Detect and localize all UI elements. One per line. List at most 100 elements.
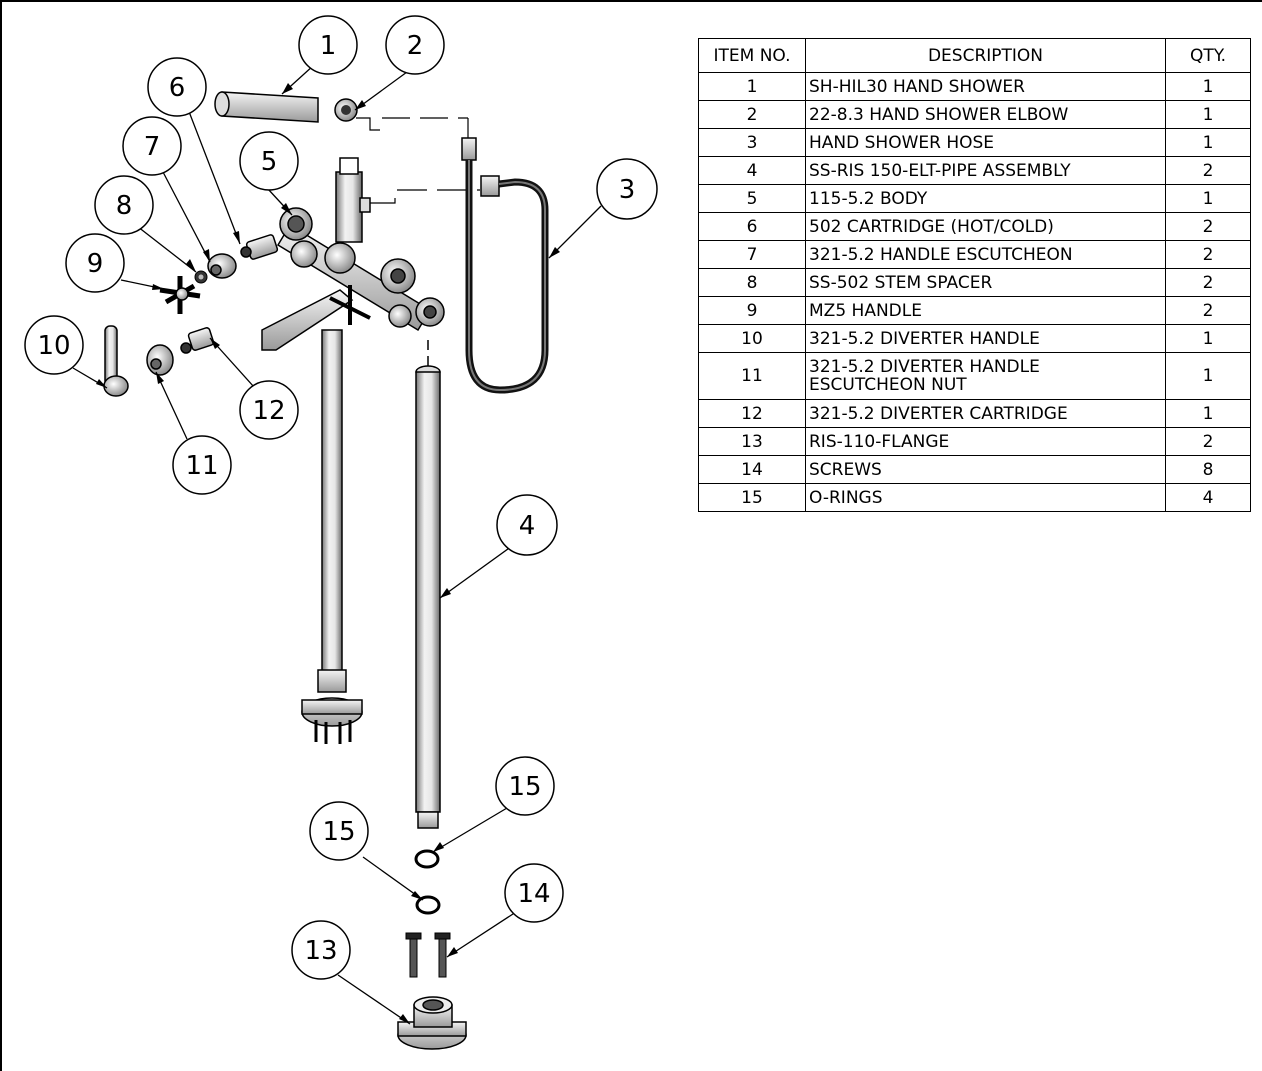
balloon-8: 8 [94, 175, 154, 235]
qty-cell: 2 [1165, 156, 1251, 185]
qty-cell: 2 [1165, 427, 1251, 456]
hose-connection-lines [356, 117, 480, 204]
description-cell: 502 CARTRIDGE (HOT/COLD) [805, 212, 1166, 241]
svg-text:12: 12 [252, 396, 285, 426]
qty-cell: 1 [1165, 72, 1251, 101]
description-cell: O-RINGS [805, 483, 1166, 512]
svg-text:4: 4 [519, 511, 536, 541]
diverter-escutcheon-nut-part [146, 344, 174, 376]
item-no-cell: 3 [698, 128, 806, 157]
svg-text:3: 3 [619, 175, 636, 205]
svg-text:13: 13 [304, 936, 337, 966]
description-cell: SS-RIS 150-ELT-PIPE ASSEMBLY [805, 156, 1166, 185]
description-cell: 321-5.2 HANDLE ESCUTCHEON [805, 240, 1166, 269]
svg-text:9: 9 [87, 249, 104, 279]
qty-cell: 2 [1165, 296, 1251, 325]
svg-text:15: 15 [322, 817, 355, 847]
diverter-cartridge-part [180, 327, 215, 354]
qty-cell: 1 [1165, 352, 1251, 400]
item-no-cell: 15 [698, 483, 806, 512]
balloon-15-upper: 15 [495, 756, 555, 816]
svg-text:1: 1 [320, 31, 337, 61]
item-no-cell: 11 [698, 352, 806, 400]
leader-lines [72, 64, 602, 1025]
screws-part [405, 932, 451, 978]
balloon-12: 12 [239, 380, 299, 440]
o-ring-lower-part [415, 895, 441, 915]
svg-text:8: 8 [116, 191, 133, 221]
item-no-cell: 8 [698, 268, 806, 297]
item-no-cell: 12 [698, 399, 806, 428]
description-cell: 321-5.2 DIVERTER CARTRIDGE [805, 399, 1166, 428]
stem-spacer-part [194, 270, 208, 284]
balloon-7: 7 [122, 116, 182, 176]
pipe-assembly-part [415, 340, 441, 829]
balloon-1: 1 [298, 15, 358, 75]
svg-text:2: 2 [407, 31, 424, 61]
svg-text:14: 14 [517, 879, 550, 909]
balloon-4: 4 [496, 494, 558, 556]
o-ring-upper-part [414, 849, 440, 869]
description-cell: 115-5.2 BODY [805, 184, 1166, 213]
item-no-cell: 10 [698, 324, 806, 353]
handle-escutcheon-part [207, 253, 237, 279]
cartridge-part [240, 234, 279, 260]
description-cell: SCREWS [805, 455, 1166, 484]
item-no-cell: 9 [698, 296, 806, 325]
description-cell: 321-5.2 DIVERTER HANDLE [805, 324, 1166, 353]
qty-cell: 1 [1165, 100, 1251, 129]
qty-cell: 1 [1165, 324, 1251, 353]
qty-cell: 4 [1165, 483, 1251, 512]
balloon-2: 2 [385, 15, 445, 75]
description-cell: MZ5 HANDLE [805, 296, 1166, 325]
qty-cell: 2 [1165, 268, 1251, 297]
svg-text:6: 6 [169, 73, 186, 103]
description-cell: RIS-110-FLANGE [805, 427, 1166, 456]
hand-shower-part [214, 91, 319, 123]
leader-arrowheads [96, 83, 560, 1024]
qty-cell: 1 [1165, 184, 1251, 213]
balloon-14: 14 [504, 863, 564, 923]
balloon-15-lower: 15 [309, 801, 369, 861]
hand-shower-hose-part [461, 137, 549, 394]
qty-cell: 2 [1165, 240, 1251, 269]
item-no-cell: 13 [698, 427, 806, 456]
table-header-row: ITEM NO. DESCRIPTION QTY. [698, 38, 1251, 73]
description-cell: 321-5.2 DIVERTER HANDLE ESCUTCHEON NUT [805, 352, 1166, 400]
balloon-13: 13 [291, 920, 351, 980]
qty-cell: 1 [1165, 399, 1251, 428]
description-cell: 22-8.3 HAND SHOWER ELBOW [805, 100, 1166, 129]
item-no-cell: 5 [698, 184, 806, 213]
left-pipe-assembly [301, 329, 363, 744]
header-description: DESCRIPTION [805, 38, 1166, 73]
item-no-cell: 14 [698, 455, 806, 484]
item-no-cell: 1 [698, 72, 806, 101]
description-cell: SS-502 STEM SPACER [805, 268, 1166, 297]
body-part [261, 157, 445, 351]
item-no-cell: 4 [698, 156, 806, 185]
svg-text:15: 15 [508, 772, 541, 802]
balloon-6: 6 [147, 57, 207, 117]
balloon-11: 11 [172, 435, 232, 495]
qty-cell: 8 [1165, 455, 1251, 484]
svg-text:11: 11 [185, 451, 218, 481]
svg-text:10: 10 [37, 331, 70, 361]
description-cell: HAND SHOWER HOSE [805, 128, 1166, 157]
item-no-cell: 6 [698, 212, 806, 241]
